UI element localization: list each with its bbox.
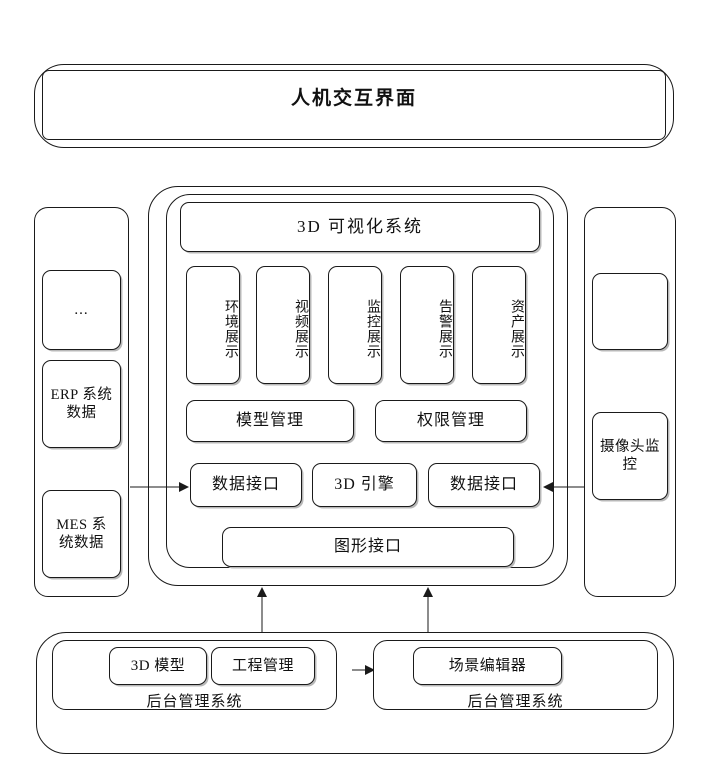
hci-layer-box[interactable]: 人机交互界面 (42, 70, 666, 140)
module-data-interface-left[interactable]: 数据接口 (190, 463, 302, 507)
right-source-empty[interactable] (592, 273, 668, 350)
arrow-camera-to-data-interface (543, 479, 584, 495)
module-asset-display[interactable]: 资产展示 (472, 266, 526, 384)
backend-panel-right-caption: 后台管理系统 (467, 694, 564, 710)
backend-panel-left-caption: 后台管理系统 (146, 694, 243, 710)
module-data-interface-right[interactable]: 数据接口 (428, 463, 540, 507)
module-permission-management[interactable]: 权限管理 (375, 400, 527, 442)
module-alarm-display[interactable]: 告警展示 (400, 266, 454, 384)
module-model-management[interactable]: 模型管理 (186, 400, 354, 442)
backend-project-management-box[interactable]: 工程管理 (211, 647, 315, 685)
arrow-backend-left-to-visualization (256, 587, 268, 634)
arrow-backend-left-to-right (352, 663, 375, 677)
backend-scene-editor-box[interactable]: 场景编辑器 (413, 647, 562, 685)
right-source-camera[interactable]: 摄像头监控 (592, 412, 668, 500)
left-source-ellipsis[interactable]: ... (42, 270, 121, 350)
module-monitor-display[interactable]: 监控展示 (328, 266, 382, 384)
module-graphics-interface[interactable]: 图形接口 (222, 527, 514, 567)
module-3d-engine[interactable]: 3D 引擎 (312, 463, 417, 507)
left-source-erp[interactable]: ERP 系统数据 (42, 360, 121, 448)
arrow-left-sources-to-data-interface (130, 479, 189, 495)
arrow-backend-right-to-visualization (422, 587, 434, 634)
right-sources-container (584, 207, 676, 597)
module-video-display[interactable]: 视频展示 (256, 266, 310, 384)
visualization-header-box[interactable]: 3D 可视化系统 (180, 202, 540, 252)
module-environment-display[interactable]: 环境展示 (186, 266, 240, 384)
backend-3d-model-box[interactable]: 3D 模型 (109, 647, 207, 685)
left-source-mes[interactable]: MES 系统数据 (42, 490, 121, 578)
